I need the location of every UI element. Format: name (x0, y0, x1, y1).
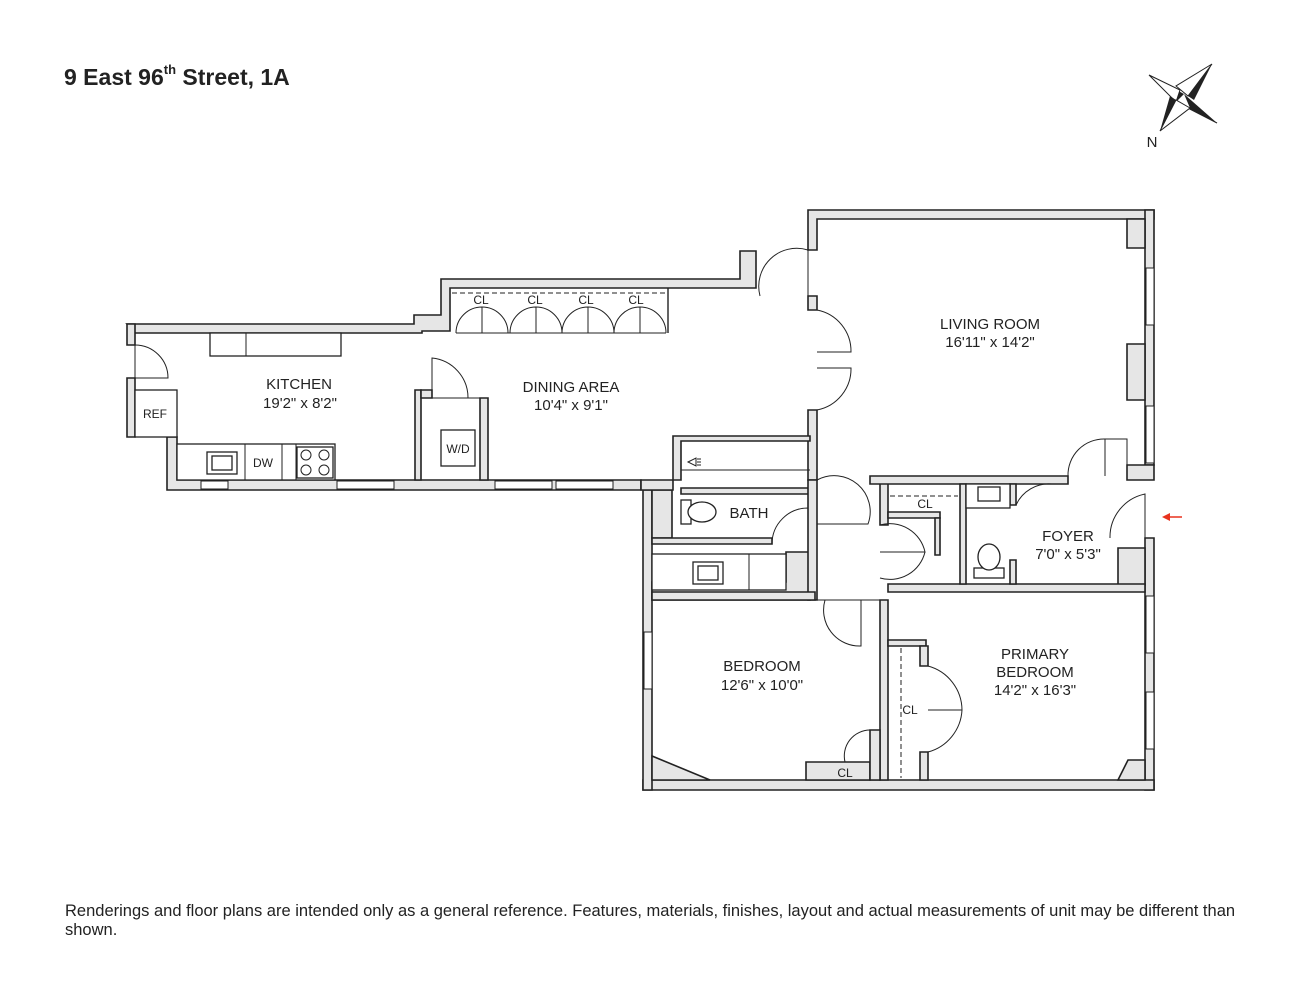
doors (758, 247, 1146, 763)
compass-north-label: N (1147, 134, 1158, 151)
foyer-label: FOYER (1042, 528, 1094, 545)
living-label: LIVING ROOM (940, 316, 1040, 333)
foyer-dims: 7'0" x 5'3" (1035, 546, 1101, 563)
kitchen-dims: 19'2" x 8'2" (263, 395, 337, 412)
dining-closets (452, 288, 669, 334)
closet-label-7: CL (837, 766, 853, 780)
compass-icon (1148, 63, 1218, 132)
closet-shelves (890, 495, 958, 778)
closet-label-4: CL (628, 293, 644, 307)
primary-label-1: PRIMARY (1001, 646, 1069, 663)
closet-label-3: CL (578, 293, 594, 307)
closet-label-1: CL (473, 293, 489, 307)
kitchen-label: KITCHEN (266, 376, 332, 393)
closet-label-5: CL (917, 497, 933, 511)
dining-dims: 10'4" x 9'1" (534, 397, 608, 414)
bath-fixtures (651, 457, 1011, 591)
primary-label-2: BEDROOM (996, 664, 1074, 681)
wd-label: W/D (446, 442, 470, 456)
closet-label-2: CL (527, 293, 543, 307)
disclaimer-text: Renderings and floor plans are intended … (65, 902, 1236, 939)
closet-label-6: CL (902, 703, 918, 717)
bedroom-dims: 12'6" x 10'0" (721, 677, 803, 694)
primary-dims: 14'2" x 16'3" (994, 682, 1076, 699)
dw-label: DW (253, 456, 274, 470)
kitchen-fixtures (134, 332, 480, 481)
dining-label: DINING AREA (523, 379, 620, 396)
living-dims: 16'11" x 14'2" (945, 334, 1035, 351)
ref-label: REF (143, 407, 167, 421)
bedroom-label: BEDROOM (723, 658, 801, 675)
bath-label: BATH (730, 505, 769, 522)
windows (200, 267, 1155, 750)
interior-walls (414, 389, 1146, 781)
page-title: 9 East 96th Street, 1A (64, 62, 290, 90)
entry-arrow-icon (1162, 513, 1182, 521)
